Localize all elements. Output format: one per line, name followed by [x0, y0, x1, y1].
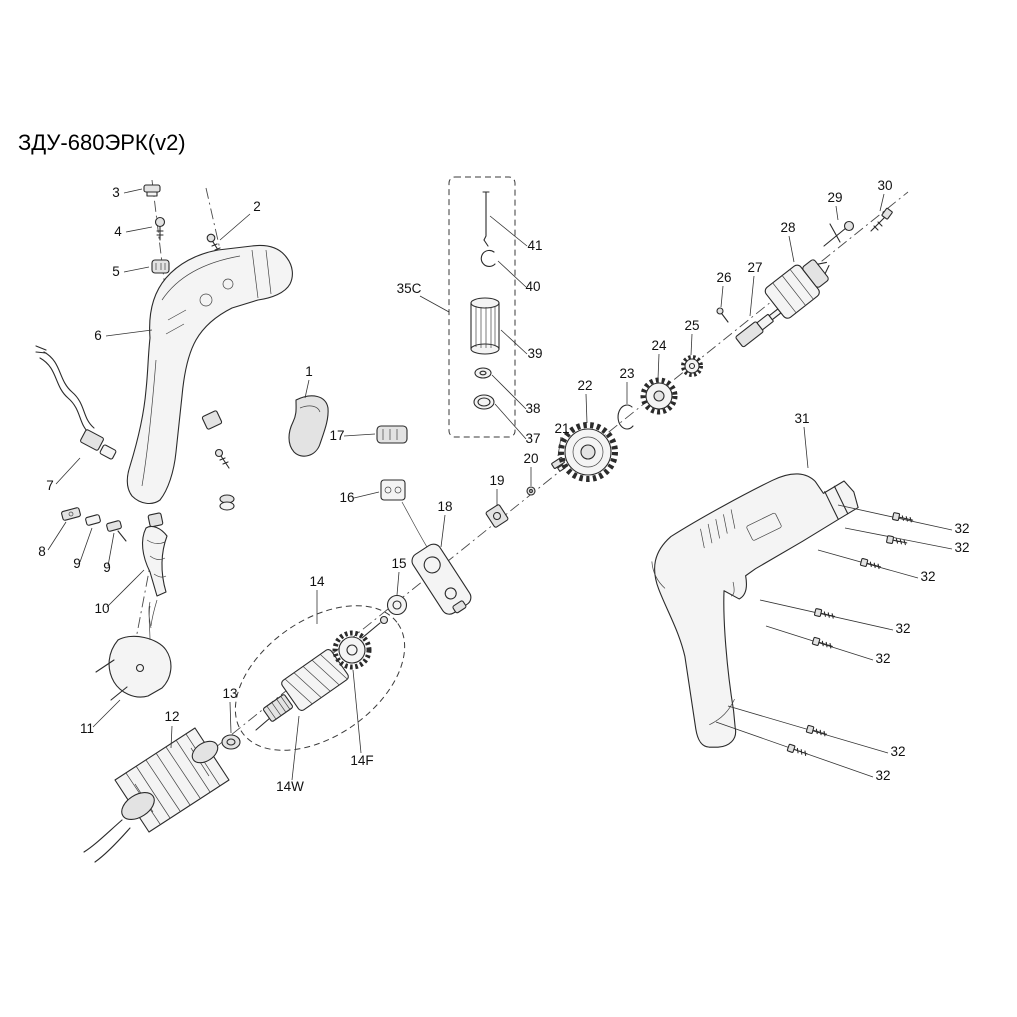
leader-lines: [47, 188, 885, 781]
clamp-9a-drawing: [85, 514, 101, 526]
part-label-32c: 32: [920, 569, 935, 584]
part-label-11: 11: [80, 721, 94, 736]
part-label-8: 8: [38, 544, 46, 559]
part-label-25: 25: [684, 318, 699, 333]
ring-23-drawing: [617, 404, 634, 430]
part-label-9a: 9: [73, 556, 81, 571]
bracket-18-drawing: [411, 543, 472, 615]
part-label-35c: 35C: [397, 281, 422, 296]
part-label-5: 5: [112, 264, 120, 279]
part-19-drawing: [485, 504, 509, 528]
part-label-22: 22: [577, 378, 592, 393]
part-label-13: 13: [222, 686, 237, 701]
brush-holder-16-drawing: [380, 479, 431, 553]
part-label-18: 18: [437, 499, 452, 514]
diagram-title: ЗДУ-680ЭРК(v2): [18, 130, 186, 155]
fastener-3-drawing: [143, 184, 161, 197]
part-label-38: 38: [525, 401, 540, 416]
part-label-20: 20: [523, 451, 538, 466]
gear-22-drawing: [558, 422, 618, 482]
assembled-drill-31-drawing: [651, 473, 859, 748]
small-nut-drawing: [219, 494, 235, 511]
screw-4-drawing: [154, 216, 166, 241]
part-label-4: 4: [114, 224, 122, 239]
part-label-32g: 32: [875, 768, 890, 783]
part-label-40: 40: [525, 279, 540, 294]
part-label-24: 24: [651, 338, 667, 353]
part-label-32d: 32: [895, 621, 910, 636]
part-5-drawing: [151, 259, 170, 274]
screw-30-drawing: [870, 207, 893, 232]
part-label-16: 16: [339, 490, 354, 505]
part-label-10: 10: [94, 601, 109, 616]
part-label-6: 6: [94, 328, 102, 343]
part-label-39: 39: [527, 346, 542, 361]
pin-41-drawing: [482, 191, 490, 241]
part-label-9b: 9: [103, 560, 111, 575]
fan-14f-drawing: [332, 630, 372, 670]
part-label-7: 7: [46, 478, 54, 493]
part-label-32f: 32: [890, 744, 905, 759]
washer-38-drawing: [474, 367, 492, 379]
small-screw-drawing: [214, 448, 230, 469]
plug-11-drawing: [95, 601, 172, 701]
stator-12-drawing: [83, 727, 230, 863]
cord-guard-10-drawing: [141, 512, 168, 627]
cord-7-drawing: [35, 345, 117, 460]
chuck-28-drawing: [764, 259, 830, 319]
part-label-14: 14: [309, 574, 325, 589]
part-label-32a: 32: [954, 521, 969, 536]
part-label-31: 31: [794, 411, 809, 426]
screw-32-drawing: [786, 743, 809, 758]
screw-2-drawing: [206, 233, 221, 254]
small-block-drawing: [201, 410, 223, 430]
part-labels: 1 2 3 4 5 6 7 8 9 9 10 11 12 13 14 14F 1…: [38, 178, 969, 794]
housing-shell-drawing: [126, 244, 293, 505]
part-20-drawing: [526, 486, 536, 496]
part-label-3: 3: [112, 185, 120, 200]
armature-14-drawing: [234, 605, 406, 751]
part-label-41: 41: [527, 238, 542, 253]
gear-25-drawing: [681, 355, 703, 377]
part-label-26: 26: [716, 270, 731, 285]
screw-32-drawing: [805, 724, 828, 739]
part-label-17: 17: [329, 428, 344, 443]
assembly-box-35c: [448, 176, 516, 438]
ring-13-drawing: [221, 734, 241, 750]
screw-26-drawing: [716, 307, 729, 323]
screw-32-drawing: [891, 511, 914, 525]
screw-32-drawing: [885, 535, 908, 547]
part-label-32b: 32: [954, 540, 969, 555]
part-label-32e: 32: [875, 651, 890, 666]
part-label-30: 30: [877, 178, 892, 193]
part-label-12: 12: [164, 709, 179, 724]
screw-32-drawing: [811, 636, 834, 651]
cylinder-39-drawing: [470, 297, 500, 355]
part-label-1: 1: [305, 364, 313, 379]
part-label-29: 29: [827, 190, 842, 205]
brush-cap-17-drawing: [376, 425, 408, 444]
part-label-27: 27: [747, 260, 762, 275]
part-label-37: 37: [525, 431, 540, 446]
screw-32-drawing: [859, 557, 882, 571]
spindle-27-drawing: [735, 308, 782, 348]
gear-24-drawing: [640, 377, 678, 415]
part-label-15: 15: [391, 556, 406, 571]
bearing-15-drawing: [386, 594, 408, 616]
part-label-28: 28: [780, 220, 795, 235]
screw-32-drawing: [813, 607, 836, 621]
clamp-9b-drawing: [106, 520, 127, 542]
part-label-14w: 14W: [276, 779, 304, 794]
clamp-8-drawing: [61, 507, 81, 521]
part-label-21: 21: [554, 421, 569, 436]
part-label-23: 23: [619, 366, 634, 381]
screws-32-group: [715, 504, 953, 778]
part-label-19: 19: [489, 473, 504, 488]
ring-37-drawing: [473, 394, 495, 410]
switch-1-drawing: [288, 395, 329, 457]
part-label-14f: 14F: [350, 753, 373, 768]
clip-40-drawing: [480, 239, 496, 267]
part-label-2: 2: [253, 199, 261, 214]
chuck-key-29-drawing: [823, 220, 855, 247]
